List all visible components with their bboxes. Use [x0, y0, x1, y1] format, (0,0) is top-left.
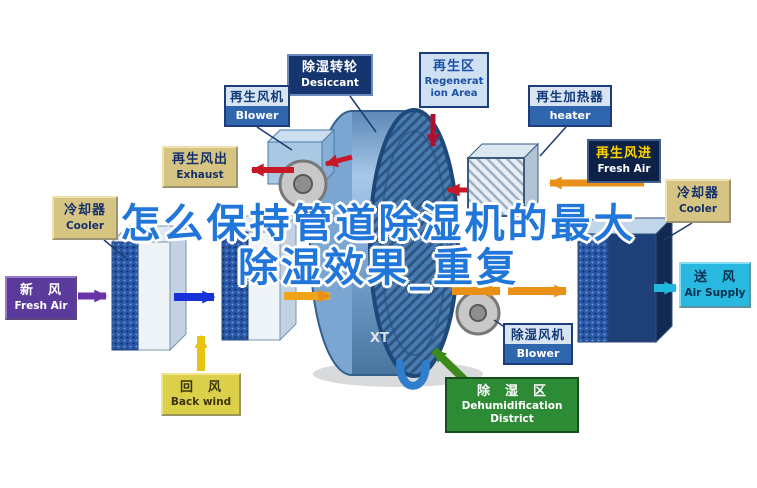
label-regen-fresh-air-zh: 再生风进	[595, 146, 652, 162]
label-dehumid-blower-zh: 除湿风机	[505, 325, 571, 344]
label-desiccant-zh: 除湿转轮	[301, 60, 358, 76]
label-dehumid-blower-en: Blower	[505, 344, 571, 363]
page-title: 怎么保持管道除湿机的最大 除湿效果_重复	[0, 202, 757, 290]
label-regen-fresh-air-en: Fresh Air	[597, 162, 651, 175]
label-cooler-right-zh: 冷却器	[676, 186, 719, 202]
filter-box-left-1	[110, 224, 188, 352]
label-regen-blower-zh: 再生风机	[226, 87, 288, 106]
label-desiccant: 除湿转轮 Desiccant	[287, 54, 373, 96]
label-back-wind: 回 风 Back wind	[161, 373, 241, 416]
label-back-wind-en: Back wind	[170, 396, 232, 409]
process-fan-icon	[455, 290, 501, 336]
label-air-supply: 送 风 Air Supply	[679, 262, 751, 308]
label-exhaust-en: Exhaust	[176, 168, 224, 181]
heater-box	[466, 142, 540, 218]
callout-cooler-left	[103, 239, 127, 259]
label-air-supply-en: Air Supply	[684, 286, 746, 299]
filter-box-left-2	[220, 214, 298, 342]
callout-cooler-right	[663, 222, 693, 241]
regen-fan-unit	[266, 128, 336, 209]
label-exhaust-zh: 再生风出	[171, 152, 228, 168]
label-cooler-left: 冷却器 Cooler	[52, 196, 118, 240]
arrow-wheel-to-fan	[324, 154, 353, 168]
label-regen-blower-en: Blower	[226, 106, 288, 125]
label-cooler-right: 冷却器 Cooler	[665, 179, 731, 223]
label-cooler-left-zh: 冷却器	[63, 203, 106, 219]
label-exhaust: 再生风出 Exhaust	[162, 146, 238, 188]
rotor-wheel: XT	[309, 108, 460, 378]
label-regeneration-area: 再生区 Regeneration Area	[419, 52, 489, 108]
label-cooler-left-en: Cooler	[65, 219, 105, 232]
label-dehumid-area-en: Dehumidification District	[461, 400, 563, 426]
watermark-text: XT	[370, 331, 389, 346]
label-regen-heater: 再生加热器 heater	[528, 85, 612, 127]
label-regen-blower: 再生风机 Blower	[224, 85, 290, 127]
supply-air-box	[576, 216, 674, 344]
callout-regen-blower	[256, 126, 293, 151]
label-cooler-right-en: Cooler	[678, 202, 718, 215]
label-dehumid-area-zh: 除 湿 区	[476, 383, 547, 399]
page-title-line2: 除湿效果_重复	[238, 245, 519, 291]
label-regeneration-area-en: Regeneration Area	[424, 75, 484, 100]
label-fresh-air-zh: 新 风	[19, 283, 62, 299]
label-back-wind-zh: 回 风	[179, 379, 222, 395]
label-regen-fresh-air: 再生风进 Fresh Air	[587, 139, 661, 183]
label-regen-heater-zh: 再生加热器	[530, 87, 610, 106]
label-fresh-air: 新 风 Fresh Air	[5, 276, 77, 320]
label-air-supply-zh: 送 风	[693, 270, 736, 286]
label-regeneration-area-zh: 再生区	[432, 59, 475, 75]
page-title-line1: 怎么保持管道除湿机的最大	[120, 201, 637, 247]
label-dehumid-area: 除 湿 区 Dehumidification District	[445, 377, 579, 433]
label-regen-heater-en: heater	[530, 106, 610, 125]
callout-desiccant	[349, 95, 377, 133]
label-desiccant-en: Desiccant	[301, 76, 359, 89]
label-dehumid-blower: 除湿风机 Blower	[503, 323, 573, 365]
callout-regen-heater	[539, 126, 567, 157]
label-fresh-air-en: Fresh Air	[14, 299, 68, 312]
horseshoe-shape	[396, 360, 430, 390]
